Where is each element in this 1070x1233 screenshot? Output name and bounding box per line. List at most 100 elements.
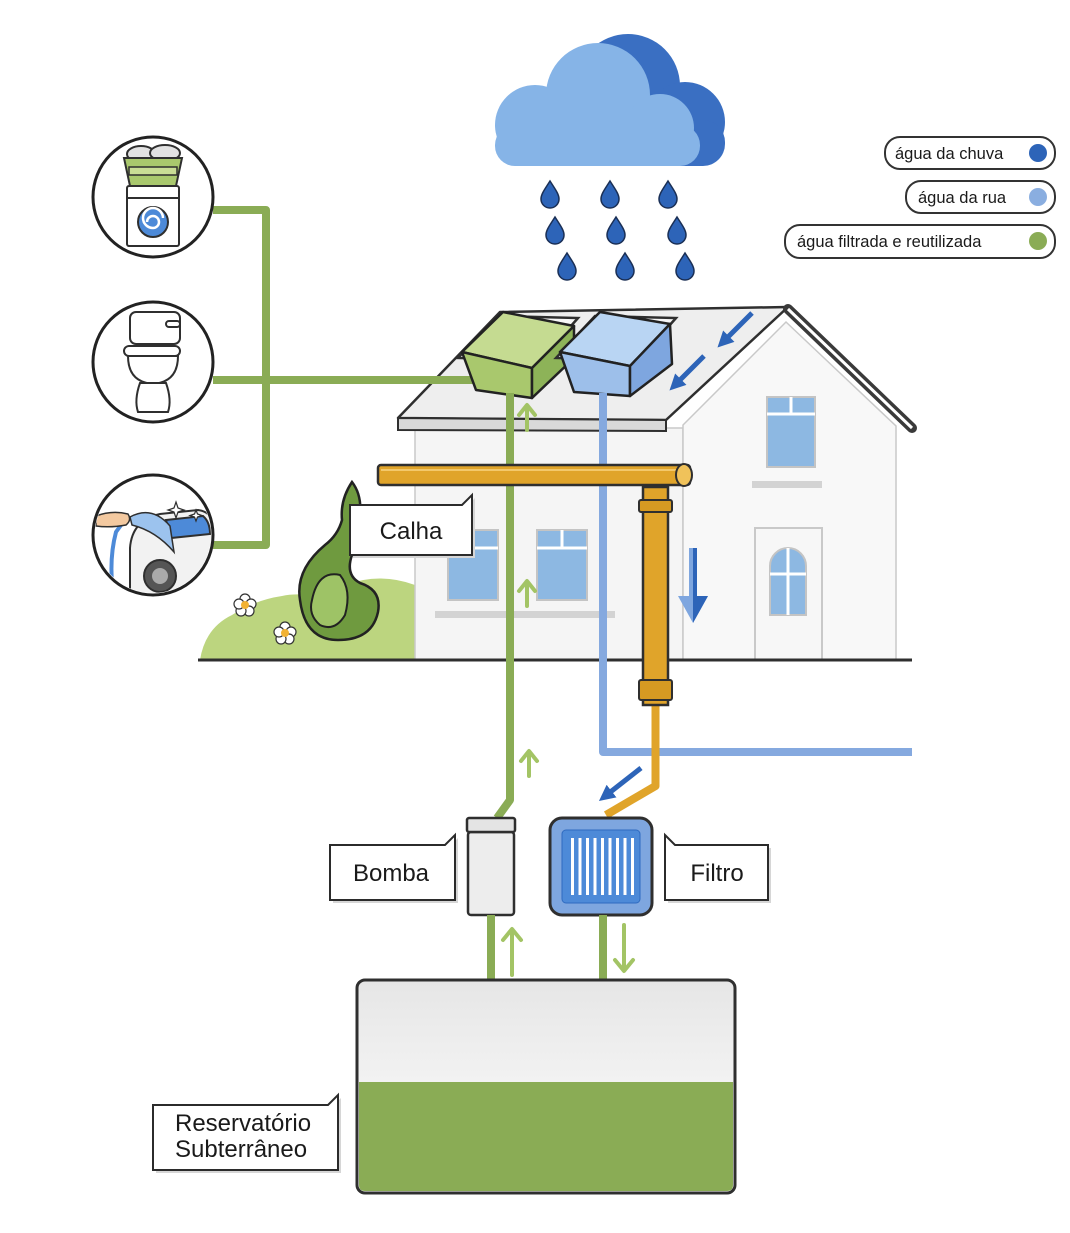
tank-outline	[355, 978, 737, 1195]
raindrop-icon	[675, 251, 695, 281]
reused-flow-up-arrow	[517, 403, 537, 432]
filtered-flow-down-arrow	[613, 923, 635, 973]
window-sill	[752, 481, 822, 488]
downpipe-coupling	[638, 679, 673, 701]
toilet-base	[135, 382, 171, 413]
cloud-light-bump-top	[546, 43, 650, 147]
legend-dot	[1029, 188, 1047, 206]
car-windshield	[164, 514, 211, 540]
legend-dot	[1029, 232, 1047, 250]
window-sill	[435, 611, 615, 618]
raindrops	[540, 179, 695, 281]
gutter	[376, 463, 693, 819]
car-wash-scene	[95, 508, 211, 593]
raindrop-icon	[667, 215, 687, 245]
legend-dot	[1029, 144, 1047, 162]
rain-flow-arrow	[598, 766, 643, 801]
house-gable-wall	[682, 320, 897, 661]
cloud-light-base	[495, 125, 700, 166]
raindrop-icon	[540, 179, 560, 209]
arrow-shape-dark	[693, 548, 708, 623]
legend-pill	[884, 136, 1056, 170]
legend-label: água da chuva	[895, 145, 1004, 163]
label-text-line-2: Subterrâneo	[175, 1136, 307, 1163]
car-wash-icon	[91, 473, 215, 597]
reused-flow-up-arrow	[501, 927, 523, 977]
gutter-channel	[376, 463, 692, 487]
tank-water-level	[359, 1082, 733, 1191]
label-filtro: Filtro	[664, 832, 771, 903]
downpipe-coupling	[638, 499, 673, 513]
raindrop-icon	[545, 215, 565, 245]
filter-slot	[601, 838, 604, 895]
reused-flow-up-arrow	[517, 579, 537, 608]
sparkle-icon	[188, 508, 204, 523]
reused-water-roof-box	[460, 310, 576, 400]
toilet-seat	[123, 345, 181, 357]
raindrop-icon	[615, 251, 635, 281]
flower-icon	[273, 621, 297, 645]
label-text-line-1: Reservatório	[175, 1110, 311, 1137]
raindrop-icon	[658, 179, 678, 209]
label-box	[349, 492, 473, 556]
gable-roof-edge-highlight	[786, 307, 914, 430]
shrub-light-leaf	[310, 573, 349, 628]
label-box	[329, 832, 456, 901]
filter-slot	[631, 838, 634, 895]
legend: água da chuva água da rua água filtrada …	[784, 136, 1056, 259]
reused-flow-up-arrow	[519, 749, 539, 778]
filter-slot	[608, 838, 612, 895]
label-reservatorio: Reservatório Subterrâneo	[152, 1092, 341, 1173]
legend-item-rain-water: água da chuva	[884, 136, 1056, 170]
gutter-end-cap	[675, 463, 693, 487]
toilet-icon	[91, 300, 215, 424]
legend-item-reused-water: água filtrada e reutilizada	[784, 224, 1056, 259]
laundry-icon	[91, 135, 215, 259]
legend-label: água da rua	[918, 189, 1007, 207]
label-text: Filtro	[690, 860, 743, 887]
filter-slot	[616, 838, 619, 895]
car-wheel-hub	[152, 568, 168, 584]
box-side-face	[628, 322, 674, 398]
filter-slot	[578, 838, 582, 895]
filter-slot	[571, 838, 574, 895]
filter-slot	[593, 838, 597, 895]
laundry-basket-band	[128, 166, 178, 176]
water-spray	[129, 511, 176, 555]
washing-machine-swirl	[141, 206, 165, 230]
legend-pill	[784, 224, 1056, 259]
toilet-flush-handle	[165, 320, 181, 328]
rain-flow-arrow	[717, 311, 754, 348]
pump	[465, 816, 517, 917]
flower-center	[281, 629, 289, 637]
flower-center	[241, 601, 249, 609]
filter-slot	[623, 838, 627, 895]
hand	[95, 511, 131, 528]
street-water-down-arrow	[678, 548, 708, 623]
label-box	[664, 832, 769, 901]
filter-slot	[586, 838, 589, 895]
legend-pill	[905, 180, 1056, 214]
pump-body	[466, 830, 516, 917]
label-bomba: Bomba	[329, 832, 458, 903]
legend-item-street-water: água da rua	[905, 180, 1056, 214]
roof-edge	[397, 416, 667, 433]
sparkle-icon	[166, 500, 186, 520]
label-box	[152, 1092, 339, 1171]
pump-cap	[465, 816, 517, 834]
reused-water-pipe	[493, 393, 514, 821]
underground-tank	[355, 978, 737, 1195]
flower-icon	[233, 593, 257, 617]
downpipe	[641, 485, 670, 707]
raindrop-icon	[557, 251, 577, 281]
rain-cloud-icon	[495, 34, 725, 166]
toilet-tank	[129, 311, 181, 345]
downpipe-outlet	[603, 705, 660, 819]
street-water-pipe	[599, 393, 912, 756]
filter	[548, 816, 654, 917]
street-water-roof-box	[558, 310, 674, 398]
legend-label: água filtrada e reutilizada	[797, 233, 982, 251]
raindrop-icon	[606, 215, 626, 245]
label-text: Calha	[380, 518, 443, 545]
